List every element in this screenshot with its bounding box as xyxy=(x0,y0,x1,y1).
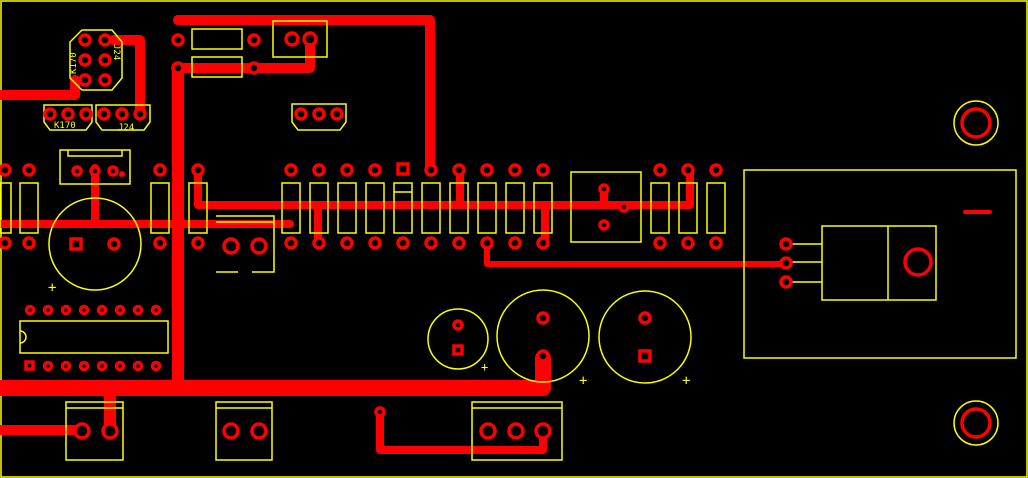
label-k170-horizontal: K170 xyxy=(54,121,76,131)
trace-right-bus xyxy=(456,168,694,209)
dip-ic-outline xyxy=(19,320,169,354)
cap-mid-polarity: + xyxy=(579,373,587,389)
mounting-hole-bottom-ring xyxy=(953,400,999,446)
trace-ground-bus xyxy=(0,350,551,396)
resistor-v-15 xyxy=(678,182,698,234)
label-k170-vertical: K170 xyxy=(69,52,79,74)
capacitor-small xyxy=(427,308,489,370)
transistor-j24-outline xyxy=(95,104,151,131)
cap-small-polarity: + xyxy=(481,360,488,374)
connector-bottom-3pin xyxy=(471,401,563,461)
resistor-v-5 xyxy=(309,182,329,234)
resistor-v-1 xyxy=(19,182,39,234)
resistor-v-7 xyxy=(365,182,385,234)
resistor-v-9 xyxy=(421,182,441,234)
capacitor-right-large xyxy=(598,290,692,384)
label-j24-horizontal: J24 xyxy=(118,123,134,133)
silkscreen: K170 J24 K170 J24 xyxy=(0,20,1017,461)
connector-bottom-1 xyxy=(65,401,124,461)
connector-bottom-2 xyxy=(215,401,273,461)
capacitor-mid-large xyxy=(496,289,590,383)
trace-to-regulator xyxy=(484,241,789,267)
copper-traces xyxy=(0,15,992,454)
trace-top-bus xyxy=(173,15,435,173)
connector-mid-2pin xyxy=(216,215,275,273)
resistor-v-4 xyxy=(281,182,301,234)
mounting-hole-top-ring xyxy=(953,100,999,146)
dip-ic-notch xyxy=(19,330,27,344)
pads xyxy=(0,31,992,440)
resistor-v-10 xyxy=(449,182,469,234)
label-j24-vertical: J24 xyxy=(111,44,121,60)
resistor-v-0 xyxy=(0,182,12,234)
resistor-v-11 xyxy=(477,182,497,234)
diode-v-8 xyxy=(393,182,413,234)
resistor-v-14 xyxy=(650,182,670,234)
connector-top-2pin xyxy=(272,20,328,58)
resistor-top-1 xyxy=(191,28,243,50)
trace-upper-link xyxy=(173,35,315,73)
resistor-v-2 xyxy=(150,182,170,234)
resistor-v-13 xyxy=(533,182,553,234)
transistor-middle-outline xyxy=(291,103,347,131)
regulator-leads xyxy=(788,243,822,283)
potentiometer-outline xyxy=(570,171,642,243)
heatsink-outline xyxy=(743,169,1017,359)
resistor-v-3 xyxy=(188,182,208,234)
regulator-body xyxy=(821,225,937,301)
trace-mid-bus xyxy=(194,166,464,209)
cap-left-polarity: + xyxy=(48,280,56,296)
ic-k170-j24-outline xyxy=(69,29,123,91)
resistor-v-6 xyxy=(337,182,357,234)
resistor-top-2 xyxy=(191,56,243,78)
cap-right-polarity: + xyxy=(682,373,690,389)
resistor-v-12 xyxy=(505,182,525,234)
capacitor-left-large xyxy=(48,197,142,291)
trace-bottom-loop xyxy=(376,408,547,454)
connector-left-4pin xyxy=(59,149,131,185)
resistor-v-16 xyxy=(706,182,726,234)
trace-ic-right xyxy=(108,35,145,118)
transistor-k170-outline xyxy=(43,104,93,131)
